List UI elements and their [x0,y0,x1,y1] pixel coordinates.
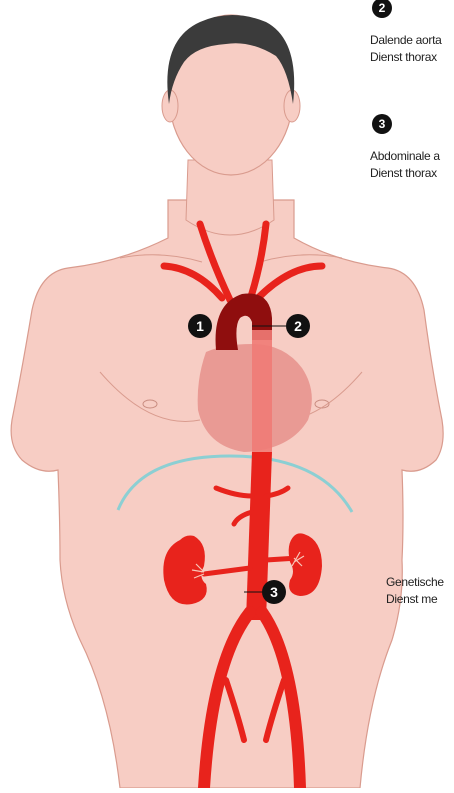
caption-2-line2: Dienst thorax [370,49,437,66]
caption-3-line2: Dienst thorax [370,165,437,182]
caption-2-line1: Dalende aorta [370,32,442,49]
caption-genetic-line1: Genetische [386,574,444,591]
legend-marker-3: 3 [372,114,392,134]
caption-3-line1: Abdominale a [370,148,440,165]
marker-2: 2 [286,314,310,338]
marker-3: 3 [262,580,286,604]
caption-genetic-line2: Dienst me [386,591,437,608]
descending-aorta-thoracic [252,330,272,452]
marker-1: 1 [188,314,212,338]
